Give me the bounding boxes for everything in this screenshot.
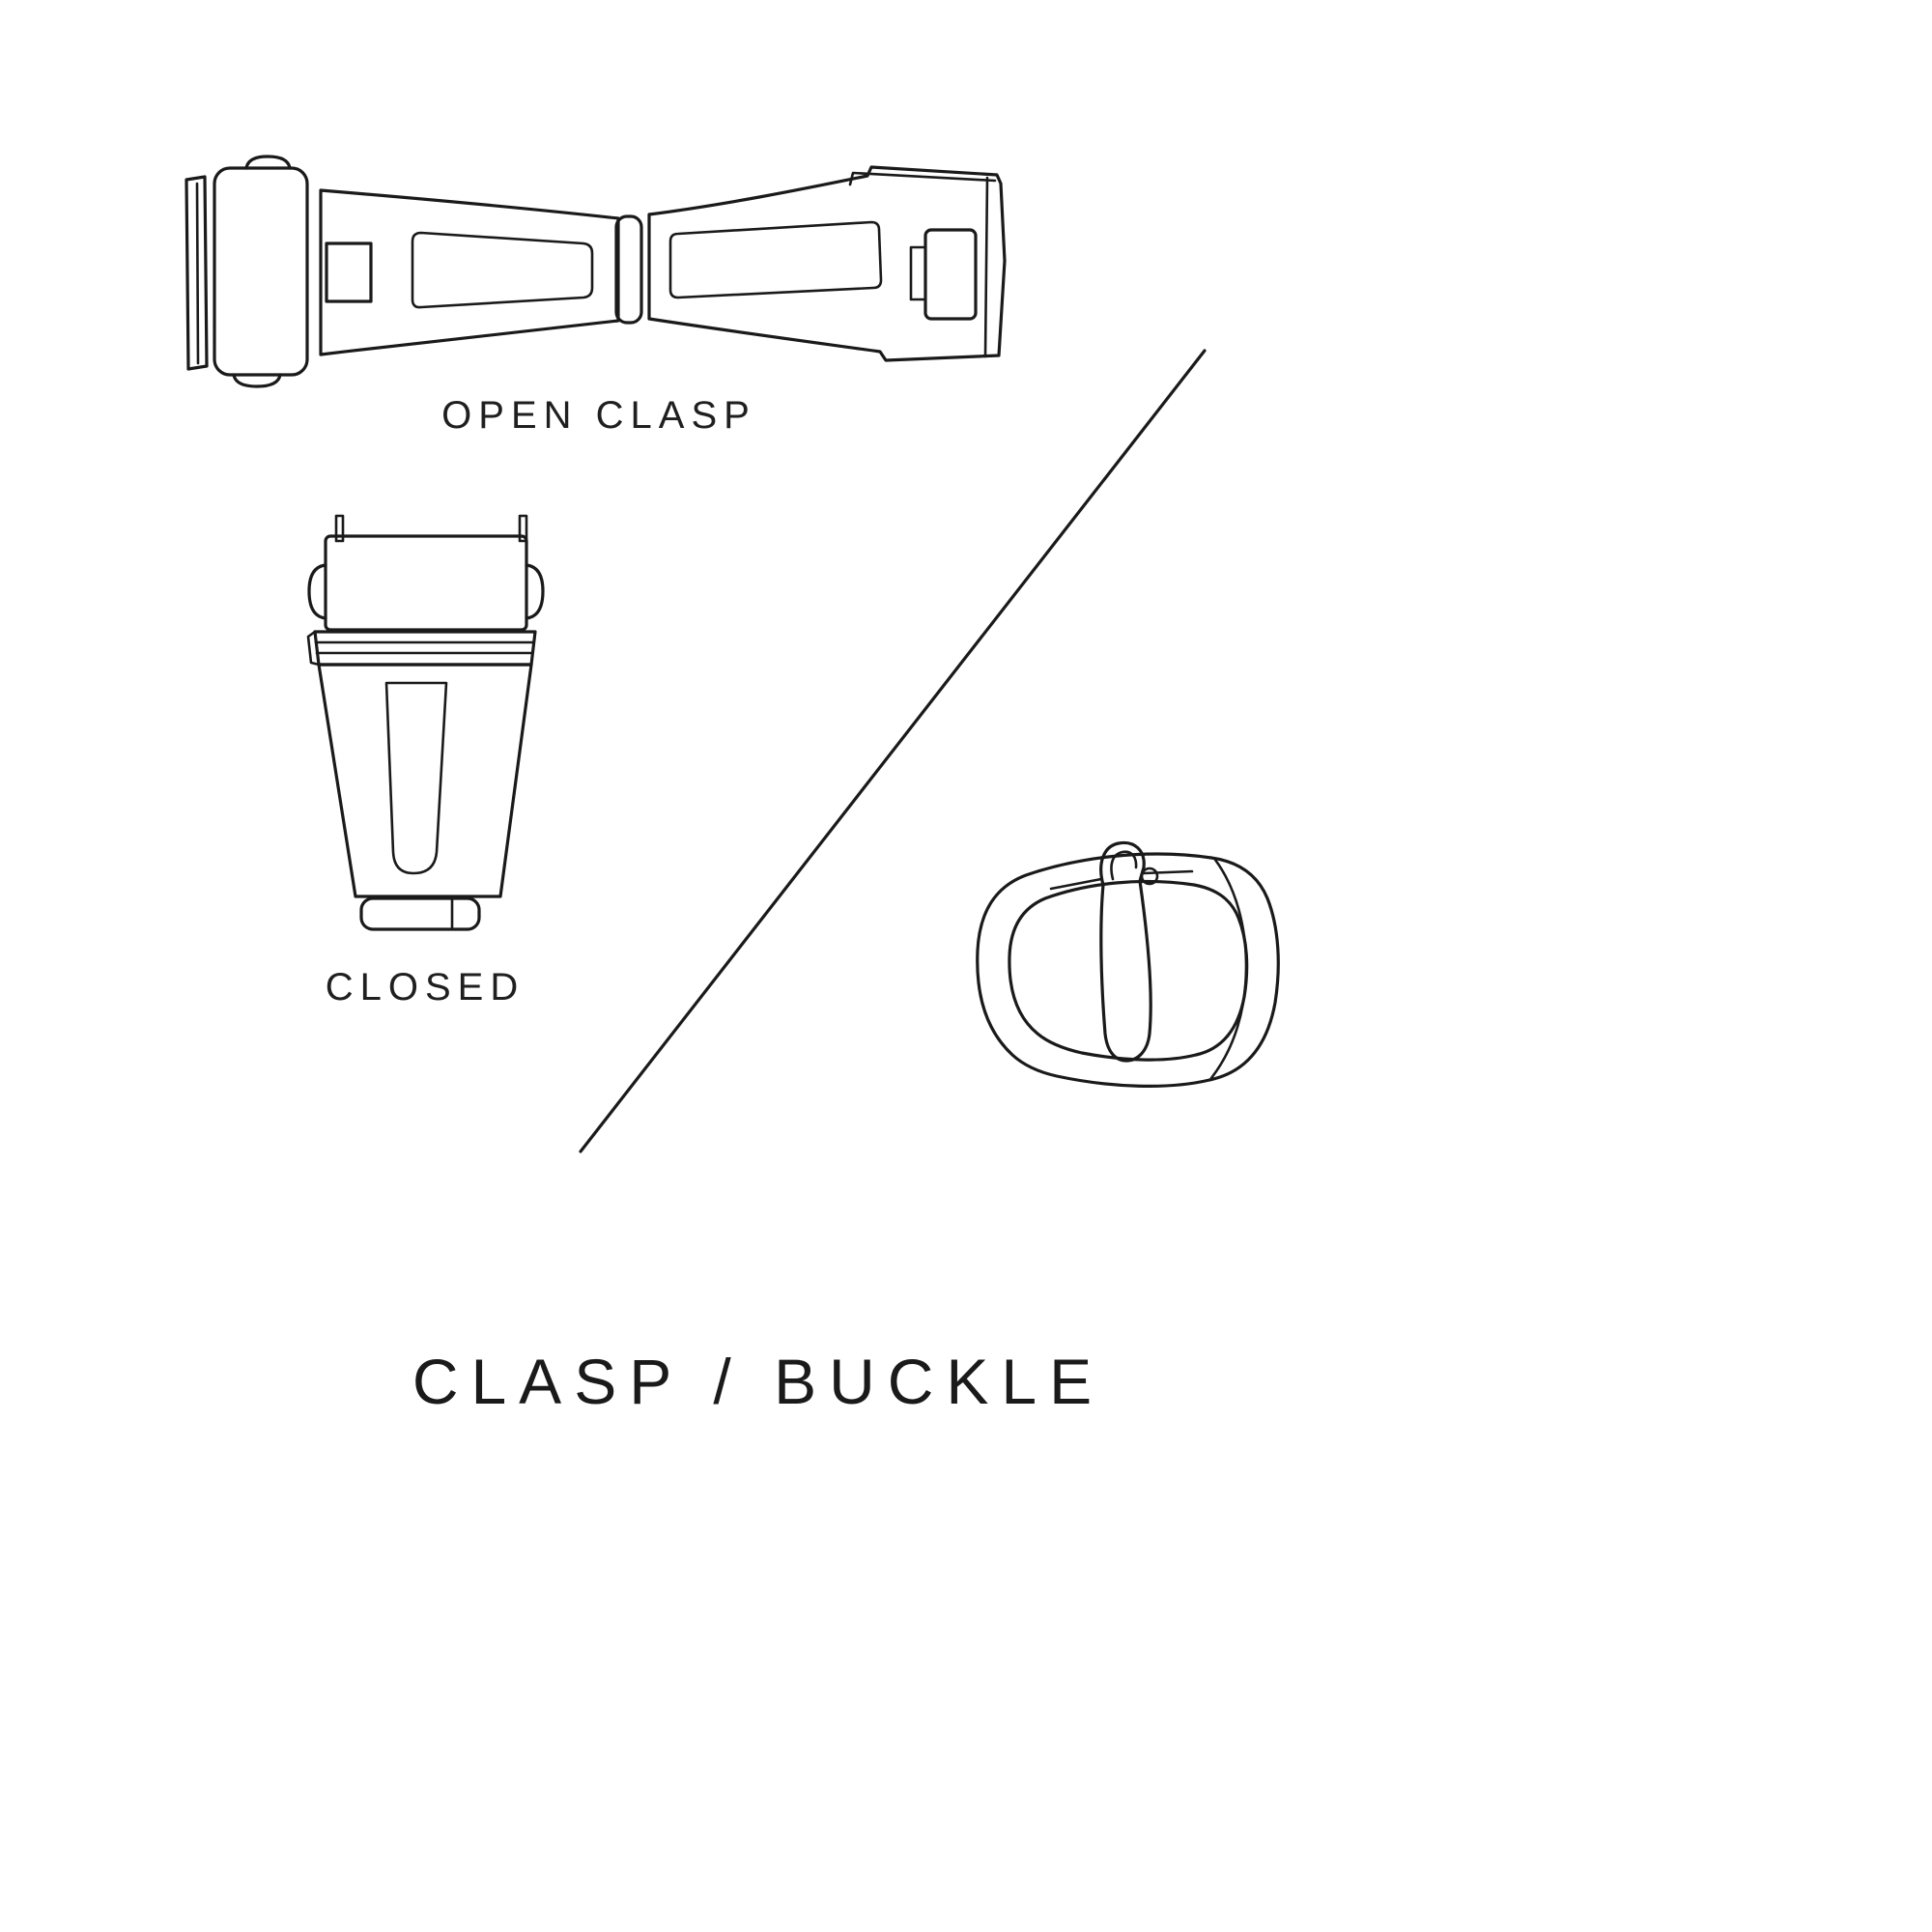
- buckle-outer-frame: [976, 852, 1280, 1088]
- open-clasp-right-top-step: [848, 171, 997, 186]
- open-clasp-center-hinge: [614, 214, 643, 325]
- buckle-tongue: [1099, 840, 1152, 1063]
- open-clasp-right-end-line: [983, 176, 989, 358]
- open-clasp-right-blade: [647, 165, 1007, 362]
- open-clasp-end-link-top-tube: [244, 155, 292, 170]
- open-clasp-catch: [923, 228, 978, 321]
- open-clasp-illustration: [185, 155, 1007, 388]
- open-clasp-left-blade: [319, 188, 620, 356]
- open-clasp-left-bracket: [185, 175, 209, 371]
- buckle-inner-opening: [1008, 879, 1249, 1062]
- closed-clasp-right-ear: [525, 563, 545, 620]
- closed-clasp-illustration: [306, 514, 545, 931]
- closed-clasp-right-prong: [518, 514, 528, 543]
- buckle-right-band-contour: [1209, 858, 1248, 1080]
- closed-clasp-cover: [324, 534, 528, 632]
- page-title: CLASP / BUCKLE: [412, 1346, 1105, 1417]
- closed-clasp-band: [313, 630, 537, 667]
- open-clasp-end-link-bottom-tube: [232, 373, 282, 388]
- closed-clasp-left-prong: [334, 514, 345, 543]
- open-clasp-left-blade-inner-outline: [411, 231, 594, 309]
- buckle-pin-left-segment: [1049, 877, 1103, 891]
- open-clasp-end-link: [213, 166, 309, 377]
- tang-buckle-illustration: [976, 840, 1280, 1088]
- closed-clasp-body: [317, 663, 533, 898]
- diagonal-divider-line: [579, 349, 1207, 1153]
- open-clasp-catch-tab: [909, 245, 927, 301]
- buckle-pin-right-segment: [1142, 869, 1194, 875]
- divider-line: [579, 349, 1207, 1153]
- open-clasp-caption: OPEN CLASP: [441, 394, 756, 437]
- closed-clasp-inner-slot: [384, 681, 448, 875]
- open-clasp-left-blade-notch: [325, 242, 373, 303]
- closed-clasp-left-ear: [307, 563, 327, 620]
- closed-clasp-foot: [359, 896, 481, 931]
- open-clasp-right-blade-inner-outline: [668, 220, 883, 299]
- open-clasp-left-bracket-line: [195, 182, 200, 365]
- buckle-tongue-hook-line: [1110, 850, 1138, 881]
- closed-clasp-band-tab: [306, 630, 321, 667]
- closed-clasp-caption: CLOSED: [325, 966, 526, 1009]
